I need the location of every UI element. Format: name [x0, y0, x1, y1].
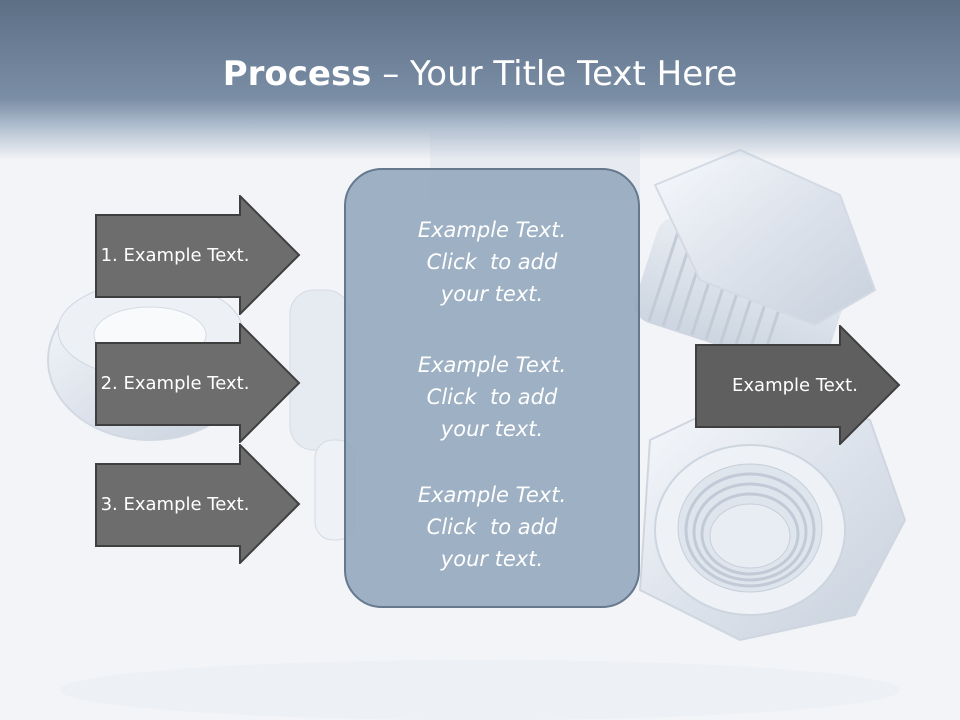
arrow-shape [95, 444, 301, 564]
title-bold: Process [222, 54, 372, 94]
center-text-box[interactable]: Example Text. Click to add your text. Ex… [344, 168, 640, 608]
text-line: Click to add [426, 250, 558, 274]
arrow-shape [95, 195, 301, 315]
arrow-step-3[interactable]: 3. Example Text. [95, 444, 301, 564]
arrow-result-label: Example Text. [732, 374, 858, 396]
arrow-step-2-label: 2. Example Text. [100, 372, 250, 394]
text-block-1: Example Text. Click to add your text. [346, 214, 638, 310]
text-line: Example Text. [417, 483, 567, 507]
text-line: Example Text. [417, 218, 567, 242]
text-line: Example Text. [417, 353, 567, 377]
text-block-3: Example Text. Click to add your text. [346, 479, 638, 575]
arrow-step-1[interactable]: 1. Example Text. [95, 195, 301, 315]
arrow-step-3-label: 3. Example Text. [100, 493, 250, 515]
text-line: Click to add [426, 385, 558, 409]
arrow-result[interactable]: Example Text. [695, 325, 901, 445]
arrow-shape [95, 323, 301, 443]
text-line: your text. [440, 417, 544, 441]
text-line: your text. [440, 282, 544, 306]
page-title[interactable]: Process – Your Title Text Here [0, 52, 960, 96]
header-band [0, 0, 960, 160]
title-rest: – Your Title Text Here [371, 54, 738, 94]
arrow-shape [695, 325, 901, 445]
right-nut-image [638, 393, 907, 642]
arrow-step-1-label: 1. Example Text. [100, 244, 250, 266]
text-block-2: Example Text. Click to add your text. [346, 349, 638, 445]
arrow-step-2[interactable]: 2. Example Text. [95, 323, 301, 443]
text-line: your text. [440, 547, 544, 571]
text-line: Click to add [426, 515, 558, 539]
